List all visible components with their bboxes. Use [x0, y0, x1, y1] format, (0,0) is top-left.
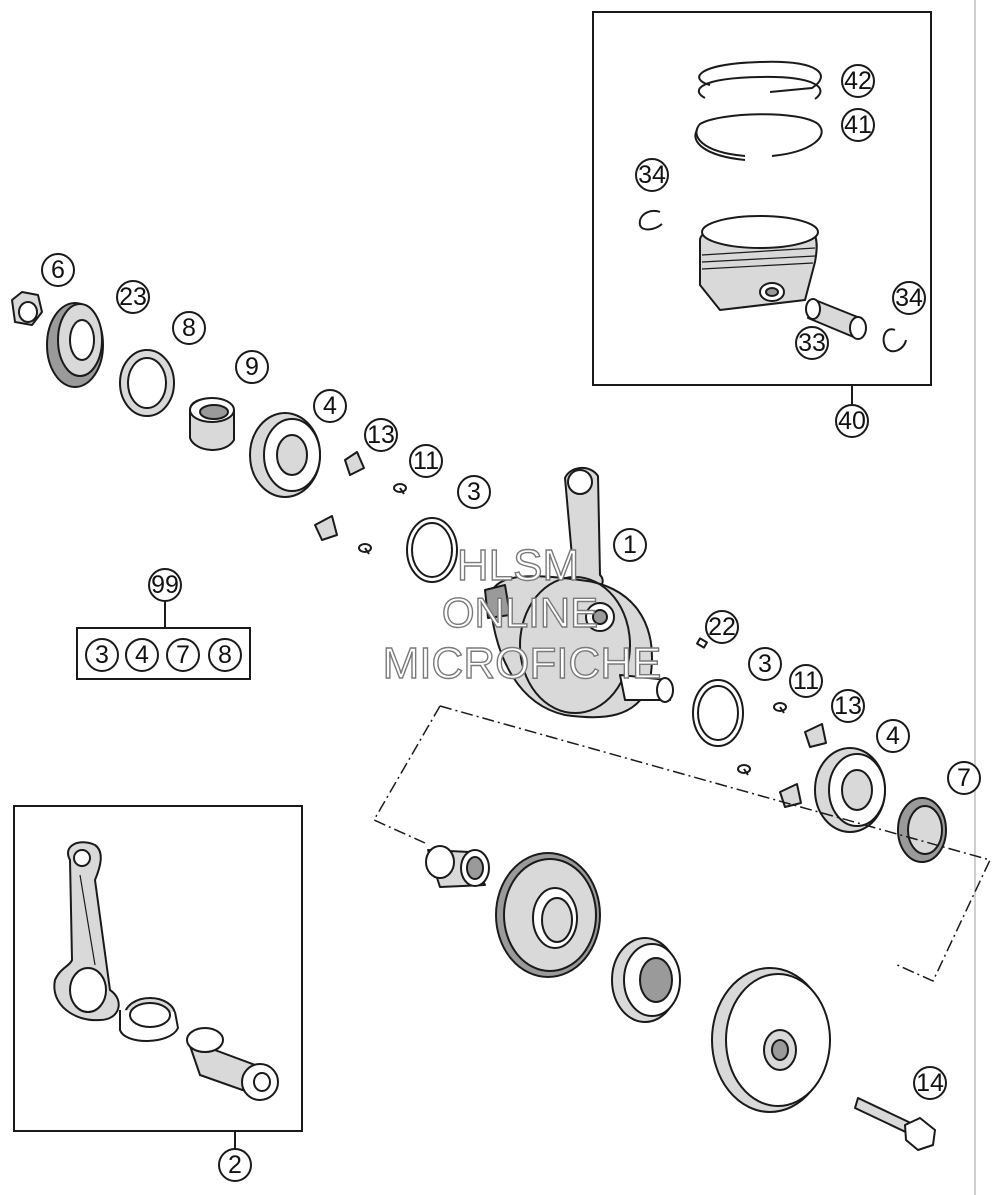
connecting-rod[interactable] — [53, 841, 120, 1022]
starter-assembly-outline — [372, 705, 992, 982]
thrust-washer-right-upper[interactable] — [804, 723, 827, 748]
spacer-bushing[interactable] — [189, 397, 235, 451]
freewheel[interactable] — [611, 937, 681, 1023]
main-bearing-right[interactable] — [814, 747, 886, 833]
nut[interactable] — [11, 291, 43, 326]
callout-4-right: 4 — [876, 719, 910, 753]
svg-text:3: 3 — [95, 641, 109, 669]
callout-3-right: 3 — [748, 647, 782, 681]
shaft-seal-right[interactable] — [897, 797, 947, 863]
needle-bearing[interactable] — [425, 845, 490, 888]
woodruff-key[interactable] — [696, 637, 708, 649]
flywheel-bolt[interactable] — [854, 1097, 936, 1151]
o-ring-right[interactable] — [692, 679, 744, 747]
callout-40: 40 — [835, 404, 869, 438]
svg-text:4: 4 — [323, 392, 337, 420]
piston-pin-clip-left[interactable] — [638, 209, 663, 231]
drive-gear[interactable] — [46, 302, 104, 388]
svg-text:1: 1 — [623, 531, 637, 559]
callout-9: 9 — [235, 350, 269, 384]
svg-text:14: 14 — [916, 1069, 944, 1097]
svg-text:34: 34 — [638, 161, 666, 189]
svg-text:11: 11 — [793, 667, 819, 695]
flywheel[interactable] — [711, 967, 831, 1113]
callout-34-right: 34 — [892, 281, 926, 315]
svg-text:41: 41 — [844, 111, 872, 139]
kit-item-3: 3 — [85, 638, 119, 672]
svg-text:11: 11 — [413, 447, 439, 475]
shaft-seal-ring[interactable] — [119, 349, 175, 417]
piston-ring-upper[interactable] — [697, 60, 822, 100]
piston[interactable] — [699, 215, 819, 311]
thrust-washer-lower[interactable] — [314, 515, 338, 541]
watermark: HLSM ONLINE MICROFICHE — [382, 540, 662, 688]
kit-box — [76, 627, 251, 680]
svg-text:34: 34 — [895, 284, 923, 312]
callout-3-left: 3 — [457, 475, 491, 509]
piston-ring-lower[interactable] — [694, 113, 823, 161]
svg-text:3: 3 — [758, 650, 772, 678]
piston-kit-box — [592, 11, 932, 386]
main-bearing-left[interactable] — [249, 412, 321, 498]
svg-text:42: 42 — [844, 67, 872, 95]
svg-text:13: 13 — [834, 692, 862, 720]
callout-13-right: 13 — [831, 689, 865, 723]
conrod-bearing-sleeve[interactable] — [119, 997, 179, 1042]
callout-11-left: 11 — [409, 444, 443, 478]
svg-text:HLSM: HLSM — [457, 541, 579, 590]
conrod-kit-box — [13, 805, 303, 1132]
svg-text:13: 13 — [367, 421, 395, 449]
callout-23: 23 — [116, 280, 150, 314]
callout-8: 8 — [172, 311, 206, 345]
svg-text:33: 33 — [798, 329, 826, 357]
svg-text:40: 40 — [838, 407, 866, 435]
callout-6: 6 — [41, 253, 75, 287]
screw-lower[interactable] — [358, 543, 372, 555]
svg-text:7: 7 — [957, 764, 971, 792]
svg-text:3: 3 — [467, 478, 481, 506]
o-ring-left[interactable] — [406, 517, 458, 583]
screw-right-lower[interactable] — [737, 764, 751, 776]
svg-text:4: 4 — [886, 722, 900, 750]
svg-text:22: 22 — [708, 613, 736, 641]
callout-7: 7 — [947, 761, 981, 795]
svg-text:4: 4 — [135, 641, 149, 669]
callout-41: 41 — [841, 108, 875, 142]
crank-pin[interactable] — [186, 1027, 279, 1101]
kit-item-4: 4 — [125, 638, 159, 672]
callout-2: 2 — [218, 1148, 252, 1182]
callout-33: 33 — [795, 326, 829, 360]
svg-text:99: 99 — [151, 571, 179, 599]
svg-text:ONLINE: ONLINE — [442, 589, 598, 636]
callout-34-left: 34 — [635, 158, 669, 192]
starter-gear[interactable] — [495, 852, 601, 978]
screw-right-upper[interactable] — [773, 702, 787, 714]
piston-pin-clip-right[interactable] — [882, 328, 907, 353]
svg-text:9: 9 — [245, 353, 259, 381]
crankshaft[interactable] — [484, 467, 674, 719]
kit-item-8: 8 — [208, 638, 242, 672]
callout-14: 14 — [913, 1066, 947, 1100]
svg-text:2: 2 — [228, 1151, 242, 1179]
svg-text:6: 6 — [51, 256, 65, 284]
svg-text:8: 8 — [182, 314, 196, 342]
callout-1: 1 — [613, 528, 647, 562]
callout-11-right: 11 — [789, 664, 823, 698]
callout-99: 99 — [148, 568, 182, 602]
callout-13-left: 13 — [364, 418, 398, 452]
svg-text:23: 23 — [119, 283, 147, 311]
callout-4-left: 4 — [313, 389, 347, 423]
svg-text:8: 8 — [218, 641, 232, 669]
thrust-washer-upper[interactable] — [344, 451, 365, 476]
piston-pin[interactable] — [805, 298, 867, 340]
callout-42: 42 — [841, 64, 875, 98]
svg-text:7: 7 — [176, 641, 190, 669]
svg-text:MICROFICHE: MICROFICHE — [383, 639, 662, 688]
screw-upper[interactable] — [393, 483, 407, 495]
callout-22: 22 — [705, 610, 739, 644]
kit-item-7: 7 — [166, 638, 200, 672]
